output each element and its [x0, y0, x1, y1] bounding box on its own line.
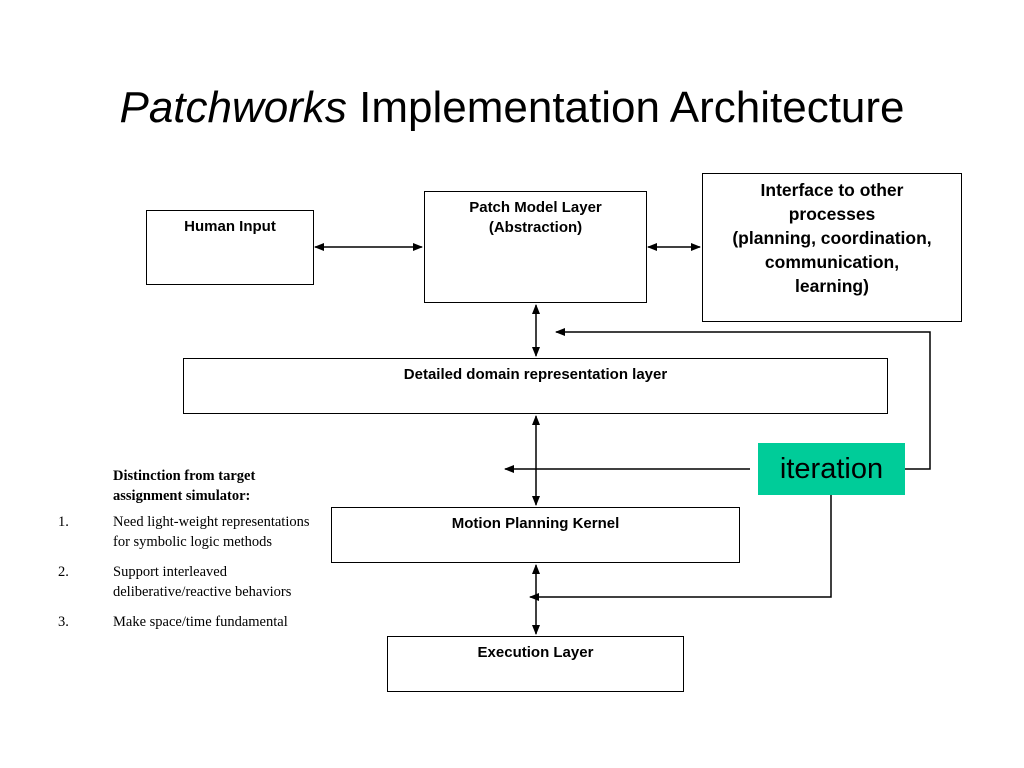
title-italic: Patchworks [119, 83, 347, 132]
domain-layer-label: Detailed domain representation layer [403, 366, 668, 383]
list-item-text: Make space/time fundamental [113, 614, 288, 630]
interface-box: Interface to other processes (planning, … [702, 173, 962, 322]
human-input-box: Human Input [146, 210, 314, 285]
list-item: 1. Need light-weight representations for … [58, 512, 328, 552]
domain-representation-layer-box: Detailed domain representation layer [183, 358, 888, 414]
list-item-number: 2. [58, 564, 69, 580]
title-rest: Implementation Architecture [346, 83, 905, 132]
notes-list: 1. Need light-weight representations for … [58, 512, 328, 632]
notes-heading: Distinction from target assignment simul… [113, 468, 256, 504]
patch-model-layer-box: Patch Model Layer (Abstraction) [424, 191, 647, 303]
human-input-label: Human Input [184, 218, 276, 235]
list-item-number: 3. [58, 614, 69, 630]
list-item-text: Support interleaved deliberative/reactiv… [113, 564, 292, 600]
iteration-loop-lower [529, 495, 832, 601]
list-item-number: 1. [58, 514, 69, 530]
execution-label: Execution Layer [477, 644, 594, 661]
motion-planning-kernel-box: Motion Planning Kernel [331, 507, 740, 563]
iteration-loop-upper [555, 328, 931, 470]
list-item: 3. Make space/time fundamental [58, 612, 328, 632]
patch-model-label: Patch Model Layer (Abstraction) [469, 199, 602, 236]
iteration-box: iteration [758, 443, 905, 495]
list-item: 2. Support interleaved deliberative/react… [58, 562, 328, 602]
notes-panel: Distinction from target assignment simul… [58, 466, 328, 642]
interface-label: Interface to other processes (planning, … [732, 180, 932, 296]
slide-title: Patchworks Implementation Architecture [0, 80, 1024, 136]
motion-planning-label: Motion Planning Kernel [451, 515, 620, 532]
execution-layer-box: Execution Layer [387, 636, 684, 692]
list-item-text: Need light-weight representations for sy… [113, 514, 310, 550]
